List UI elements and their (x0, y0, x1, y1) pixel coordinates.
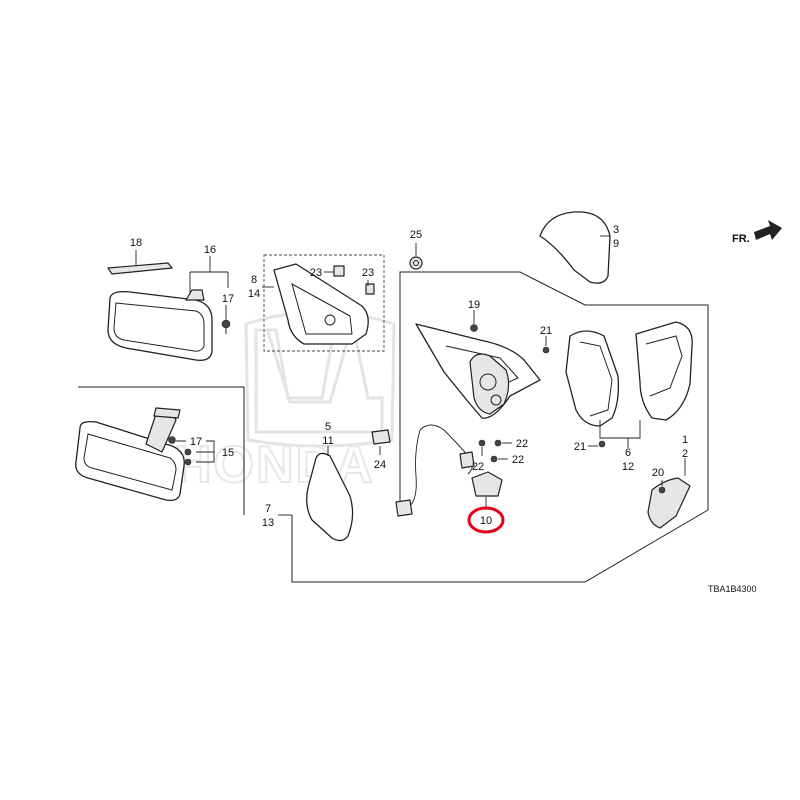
part-label-17[interactable]: 17 (222, 293, 234, 305)
screw-17-lower-icon (168, 436, 176, 444)
part-label-10[interactable]: 10 (480, 515, 492, 527)
part-1-turn-signal (647, 477, 691, 529)
diagram-code: TBA1B4300 (708, 584, 757, 594)
part-label-22[interactable]: 22 (516, 438, 528, 450)
part-label-23[interactable]: 23 (310, 267, 322, 279)
part-label-5[interactable]: 5 (325, 421, 331, 433)
rearview-mirror-upper (107, 289, 213, 361)
part-label-13[interactable]: 13 (262, 517, 274, 529)
part-8-box (263, 254, 385, 352)
part-label-7[interactable]: 7 (265, 503, 271, 515)
part-label-23[interactable]: 23 (362, 267, 374, 279)
mirror-assembly-frame (291, 271, 709, 583)
part-label-20[interactable]: 20 (652, 467, 664, 479)
part-label-2[interactable]: 2 (682, 448, 688, 460)
part-18-cover (107, 262, 173, 275)
part-10-bracket (471, 471, 503, 497)
part-label-18[interactable]: 18 (130, 237, 142, 249)
part-label-25[interactable]: 25 (410, 229, 422, 241)
part-label-17[interactable]: 17 (190, 436, 202, 448)
part-label-21[interactable]: 21 (574, 441, 586, 453)
part-5-mirror-glass (306, 452, 354, 542)
screw-22-icon (478, 439, 502, 463)
part-label-19[interactable]: 19 (468, 299, 480, 311)
part-6-mirror-housing (565, 321, 693, 427)
part-label-12[interactable]: 12 (622, 461, 634, 473)
screw-19-icon (470, 324, 478, 332)
part-label-6[interactable]: 6 (625, 447, 631, 459)
screw-20-icon (658, 486, 666, 494)
part-label-22[interactable]: 22 (512, 454, 524, 466)
part-label-14[interactable]: 14 (248, 288, 260, 300)
leader-lines (135, 235, 686, 516)
clip-23-icon (333, 265, 375, 295)
screw-17-upper-icon (221, 319, 231, 334)
highlight-circle-part-10 (467, 506, 505, 534)
direction-label: FR. (732, 233, 750, 245)
rearview-mirror-lower (75, 407, 185, 502)
part-3-skull-cap (539, 211, 611, 284)
part-8-base-cover (273, 263, 369, 345)
screw-15-icon (184, 448, 192, 466)
part-label-22[interactable]: 22 (472, 461, 484, 473)
screw-21-icon (542, 346, 606, 448)
part-label-9[interactable]: 9 (613, 238, 619, 250)
part-label-1[interactable]: 1 (682, 434, 688, 446)
part-label-24[interactable]: 24 (374, 459, 386, 471)
mirror-actuator (415, 323, 541, 419)
part-label-11[interactable]: 11 (322, 435, 333, 447)
part-label-21[interactable]: 21 (540, 325, 552, 337)
part-label-16[interactable]: 16 (204, 244, 216, 256)
part-24-clip (371, 429, 391, 445)
front-direction-arrow: FR. (732, 220, 782, 245)
part-label-3[interactable]: 3 (613, 224, 619, 236)
mirror-harness (395, 424, 475, 517)
part-label-8[interactable]: 8 (251, 274, 257, 286)
part-label-15[interactable]: 15 (222, 447, 234, 459)
part-25-grommet (409, 256, 423, 270)
